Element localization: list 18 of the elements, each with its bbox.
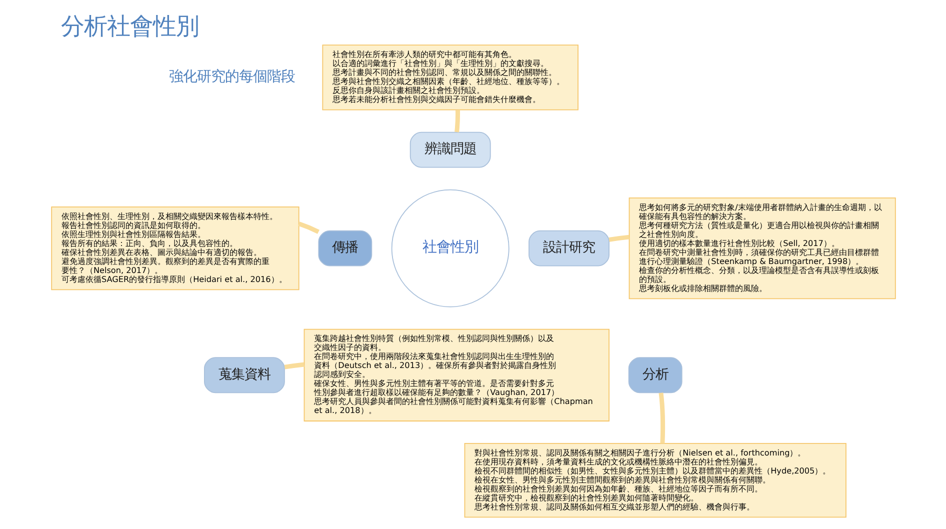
node-box: 蒐集跨越社會性別特質（例如性別常模、性別認同與性別關係）以及交織性因子的資料。 在問卷研究中，使用兩階段法來蒐集社會性別認同與出生生理性別的資料（Deutsch et al., 2013）。確保所有參與者對於揭露自身性別認同感到安全。 確保女性、男性與多元性別主體有著平等的管道。是否需要針對多元性別參與者進行超取樣以確保能有足夠的數量？（Vaughan, 2017） 思考研究人員與參與者間的社會性別關係可能對資料蒐集有何影響（Chapman et al., 2018）。: [303, 328, 609, 422]
node-box: 蒐集資料: [204, 357, 284, 394]
node-box: 傳播: [318, 230, 372, 266]
node-circle: 社會性別: [390, 189, 509, 308]
connector: [608, 234, 629, 242]
connector: [298, 222, 319, 234]
connector: [658, 392, 664, 444]
node-box: 分析: [628, 357, 682, 394]
node-box: 辨識問題: [409, 132, 490, 168]
diagram-title: 分析社會性別: [60, 12, 198, 40]
connector: [284, 362, 304, 370]
node-box: 設計研究: [528, 230, 609, 266]
connector: [454, 110, 460, 132]
node-box: 社會性別在所有牽涉人類的研究中都可能有其角色。 以合適的詞彙進行「社會性別」與「生理性別」的文獻搜尋。 思考計畫與不同的社會性別認同、常規以及關係之間的關聯性。 思考與社會性別交織之相關因素（年齡、社經地位、種族等等）。 反思你自身與該計畫相關之社會性別預設。 思考若未能分析社會性別與交織因子可能會錯失什麼機會。: [322, 44, 578, 110]
node-box: 依照社會性別、生理性別，及相關交織變因來報告樣本特性。 報告社會性別認同的資訊是如何取得的。 依照生理性別與社會性別區隔報告結果。 報告所有的結果：正向、負向，以及具包容性的。 確保社會性別差異在表格、圖示與結論中有適切的報告。 避免過度強調社會性別差異。觀察到的差異是否有實際的重要性？（Nelson, 2017）。 可考慮依循SAGER的發行指導原則（Heidari et al., 2016）。: [50, 206, 299, 290]
node-box: 對與社會性別常規、認同及關係有關之相關因子進行分析（Nielsen et al., forthcoming）。 在使用現存資料時，須考量資料生成的文化或機構性脈絡中潛在的社會性別偏見。 檢視不同群體間的相似性（如男性、女性與多元性別主體）以及群體當中的差異性（Hyde,2005）。 檢視在女性、男性與多元性別主體間觀察到的差異與社會性別常模與關係有何關聯。 檢視觀察到的社會性別差異如何因為如年齡、種族、社經地位等因子而有所不同。 在縱貫研究中，檢視觀察到的社會性別差異如何隨著時間變化。 思考社會性別常規、認同及關係如何相互交織並形塑人們的經驗、機會與行事。: [464, 443, 846, 518]
node-box: 思考如何將多元的研究對象/末端使用者群體納入計畫的生命週期，以確保能有具包容性的解決方案。 思考何種研究方法（質性或是量化）更適合用以檢視與你的計畫相關之社會性別向度。 使用適切的樣本數量進行社會性別比較（Sell, 2017）。 在問卷研究中測量社會性別時，須確保你的研究工具已經由目標群體進行心理測量驗證（Steenkamp & Baumgartner, 1998）。 檢查你的分析性概念、分類，以及理論模型是否含有具誤導性或刻板的預設。 思考刻板化或排除相關群體的風險。: [628, 198, 896, 300]
label: 強化研究的每個階段: [168, 68, 294, 85]
